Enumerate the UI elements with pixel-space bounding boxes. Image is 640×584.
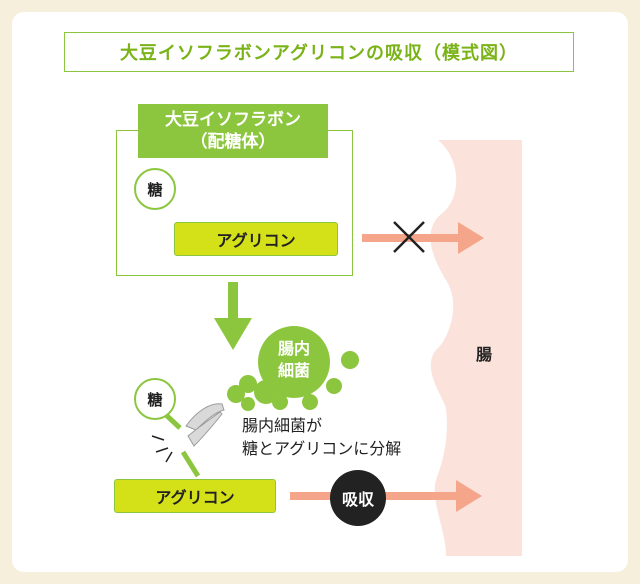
bacteria-label-line1: 腸内 (277, 339, 310, 358)
blocked-arrow (362, 222, 484, 254)
enzyme-caption: 腸内細菌が 糖とアグリコンに分解 (242, 414, 462, 460)
glycoside-header: 大豆イソフラボン （配糖体） (138, 104, 328, 158)
break-sparks (151, 435, 173, 463)
intestine-wall (430, 140, 522, 556)
free-sugar: 糖 (134, 378, 176, 420)
glycoside-sugar: 糖 (134, 168, 176, 210)
caption-line2: 糖とアグリコンに分解 (242, 439, 402, 458)
glycoside-aglycone: アグリコン (174, 222, 338, 256)
diagram-title: 大豆イソフラボンアグリコンの吸収（模式図） (64, 32, 574, 72)
bacteria-label-line2: 細菌 (277, 361, 310, 380)
bacteria-icon (227, 326, 359, 411)
cross-mark (393, 221, 425, 253)
intestine-label: 腸 (476, 345, 493, 364)
down-arrow (214, 282, 252, 350)
absorption-badge: 吸収 (330, 470, 386, 526)
split-bond-upper (163, 412, 182, 430)
split-bond-lower (180, 450, 201, 478)
scissors-icon (185, 403, 225, 447)
glycoside-subtitle: （配糖体） (190, 132, 276, 152)
glycoside-name: 大豆イソフラボン (165, 110, 301, 130)
caption-line1: 腸内細菌が (242, 416, 323, 435)
bacteria-label: 腸内 細菌 (258, 330, 330, 390)
free-aglycone: アグリコン (114, 479, 276, 513)
